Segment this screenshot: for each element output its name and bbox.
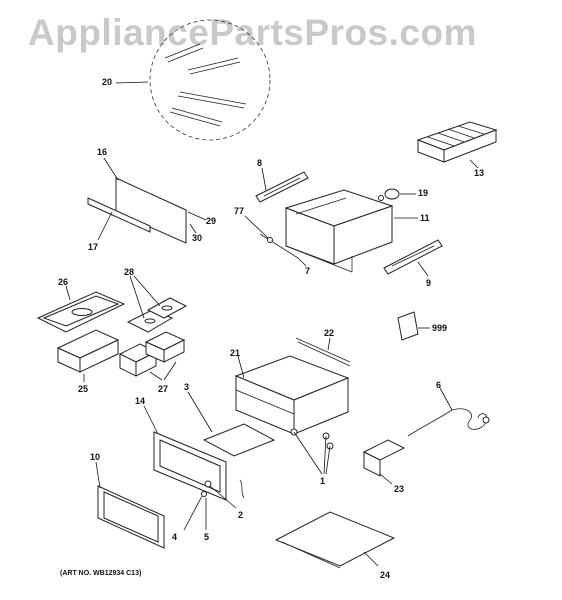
part-20-rails-group[interactable] xyxy=(149,19,271,141)
callout-21: 21 xyxy=(230,348,240,358)
callout-8: 8 xyxy=(257,158,262,168)
part-22-bar[interactable] xyxy=(295,337,351,367)
part-28-small-lids[interactable] xyxy=(126,297,188,333)
callout-14: 14 xyxy=(135,396,145,406)
callout-17: 17 xyxy=(88,242,98,252)
callout-2: 2 xyxy=(238,510,243,520)
callout-22: 22 xyxy=(324,328,334,338)
part-77-screw[interactable] xyxy=(259,233,299,259)
callout-25: 25 xyxy=(78,384,88,394)
part-25-tray[interactable] xyxy=(56,329,120,373)
part-27-small-trays[interactable] xyxy=(118,331,186,377)
callout-23: 23 xyxy=(394,484,404,494)
callout-10: 10 xyxy=(90,452,100,462)
callout-13: 13 xyxy=(474,168,484,178)
callout-20: 20 xyxy=(102,77,112,87)
part-13-wire-rack[interactable] xyxy=(416,121,498,163)
part-10-trim-panel[interactable] xyxy=(97,485,165,549)
callout-999: 999 xyxy=(432,323,447,333)
callout-5: 5 xyxy=(204,532,209,542)
part-2-4-5-fasteners[interactable] xyxy=(201,479,245,499)
part-1-screws[interactable] xyxy=(290,428,334,450)
part-19-clip[interactable] xyxy=(378,188,400,201)
part-26-tray-lid[interactable] xyxy=(36,291,126,333)
callout-26: 26 xyxy=(58,277,68,287)
part-6-power-cord[interactable] xyxy=(407,408,490,437)
art-number: (ART NO. WB12934 C13) xyxy=(60,570,142,577)
callout-11: 11 xyxy=(420,213,430,223)
callout-28: 28 xyxy=(124,267,134,277)
site-watermark: AppliancePartsPros.com xyxy=(28,12,477,53)
callout-16: 16 xyxy=(97,147,107,157)
part-24-bottom-panel[interactable] xyxy=(274,511,396,569)
callout-24: 24 xyxy=(380,570,390,580)
callout-7: 7 xyxy=(305,266,310,276)
callout-27: 27 xyxy=(158,384,168,394)
part-999-manual[interactable] xyxy=(397,311,419,341)
part-23-bracket[interactable] xyxy=(362,439,406,477)
callout-30: 30 xyxy=(192,233,202,243)
part-9-side-rail[interactable] xyxy=(383,239,443,275)
callout-19: 19 xyxy=(418,188,428,198)
callout-4: 4 xyxy=(172,532,177,542)
callout-29: 29 xyxy=(206,216,216,226)
part-8-strip[interactable] xyxy=(255,171,309,203)
part-21-housing[interactable] xyxy=(234,355,350,435)
callout-9: 9 xyxy=(426,278,431,288)
part-11-drawer[interactable] xyxy=(284,189,394,273)
part-3-plate[interactable] xyxy=(202,423,276,457)
callout-3: 3 xyxy=(184,382,189,392)
callout-1: 1 xyxy=(320,476,325,486)
callout-77: 77 xyxy=(234,206,244,216)
part-16-panel[interactable] xyxy=(87,177,187,244)
callout-6: 6 xyxy=(436,380,441,390)
